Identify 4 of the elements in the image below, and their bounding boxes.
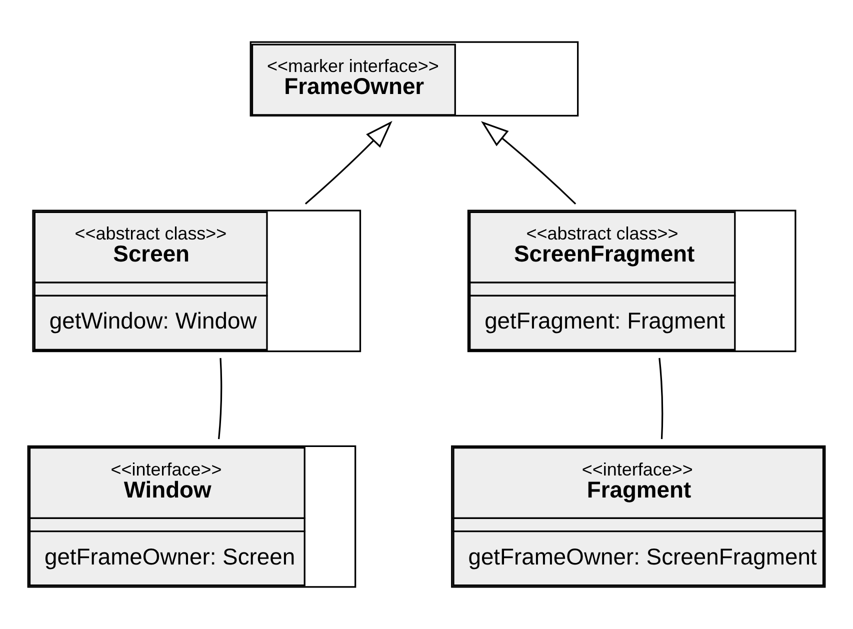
connector [218,358,222,440]
arrow [481,121,576,204]
arrow [304,120,392,205]
connector [658,358,664,440]
